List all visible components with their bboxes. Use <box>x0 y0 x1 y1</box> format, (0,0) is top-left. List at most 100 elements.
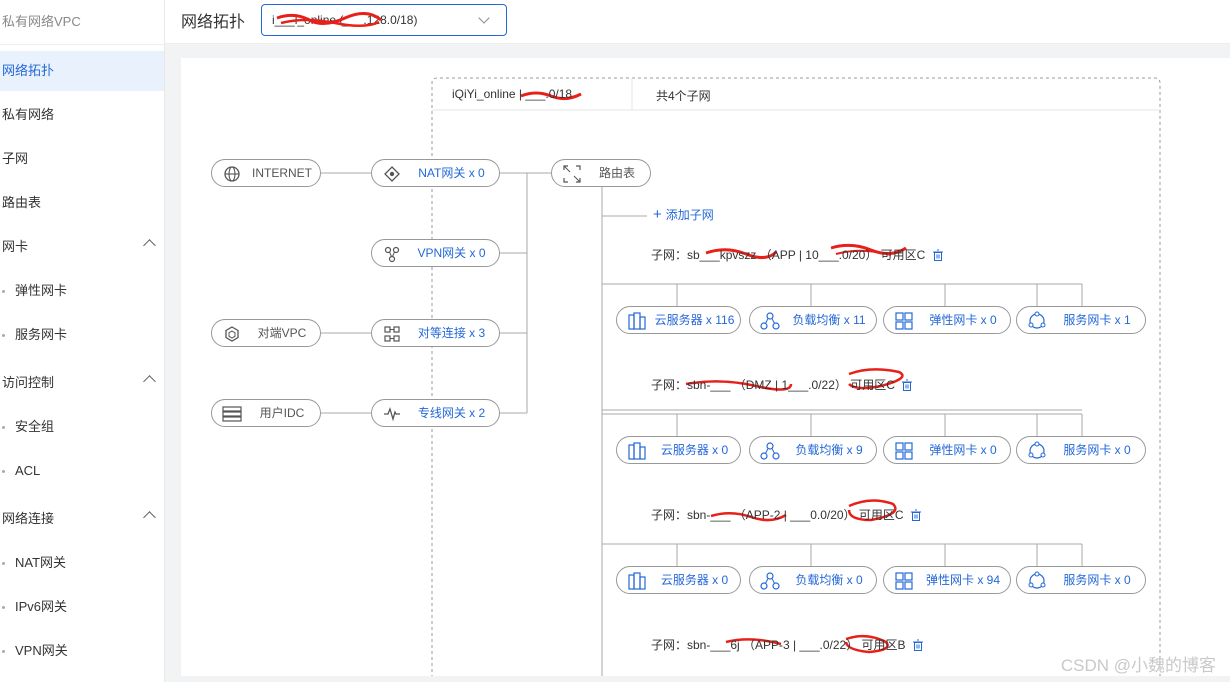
add-subnet-label: 添加子网 <box>665 208 714 222</box>
chevron-up-icon <box>143 375 156 388</box>
cvm-node-1[interactable]: 云服务器 x 116 <box>616 306 741 334</box>
eni-label: 弹性网卡 x 0 <box>929 443 997 457</box>
sidebar-group-access-control[interactable]: 访问控制 <box>0 363 164 403</box>
user-idc-label: 用户IDC <box>259 406 305 420</box>
sidebar-item-topology[interactable]: 网络拓扑 <box>0 51 164 91</box>
chevron-up-icon <box>143 239 156 252</box>
bullet-icon <box>2 426 5 429</box>
load-balancer-icon <box>760 311 780 331</box>
sidebar-item-acl[interactable]: ACL <box>0 451 164 491</box>
cvm-label: 云服务器 x 116 <box>654 313 735 327</box>
clb-node-2[interactable]: 负载均衡 x 9 <box>749 436 877 464</box>
subnet-count: 共4个子网 <box>656 89 711 103</box>
trash-icon[interactable] <box>912 639 924 651</box>
cvm-label: 云服务器 x 0 <box>660 443 729 457</box>
nat-gateway-label: NAT网关 x 0 <box>418 166 485 180</box>
building-icon <box>627 311 647 331</box>
trash-icon[interactable] <box>901 379 913 391</box>
topology-connectors <box>321 77 1161 676</box>
expand-arrows-icon <box>562 164 582 184</box>
bullet-icon <box>2 606 5 609</box>
chevron-down-icon <box>478 12 490 24</box>
sidebar-group-label: 访问控制 <box>2 375 55 390</box>
grid-icon <box>894 311 914 331</box>
eni-node-1[interactable]: 弹性网卡 x 0 <box>883 306 1011 334</box>
service-nic-node-2[interactable]: 服务网卡 x 0 <box>1016 436 1146 464</box>
peering-connection-node[interactable]: 对等连接 x 3 <box>371 319 500 347</box>
sidebar-title: 私有网络VPC <box>2 14 81 29</box>
page-title: 网络拓扑 <box>181 14 246 31</box>
clb-label: 负载均衡 x 0 <box>795 573 863 587</box>
service-nic-label: 服务网卡 x 0 <box>1063 573 1131 587</box>
trash-icon[interactable] <box>910 509 922 521</box>
sidebar: 私有网络VPC 网络拓扑 私有网络 子网 路由表 网卡 弹性网卡 服务网卡 访问… <box>0 0 165 682</box>
sidebar-item-label: IPv6网关 <box>15 599 68 614</box>
subnet-label-text: 子网：sb___kpvszz （APP | 10___.0/20） 可用区C <box>651 248 926 262</box>
eni-node-2[interactable]: 弹性网卡 x 0 <box>883 436 1011 464</box>
subnet-label-1: 子网：sb___kpvszz （APP | 10___.0/20） 可用区C <box>651 246 944 263</box>
grid-icon <box>894 571 914 591</box>
subnet-label-text: 子网：sbn-___ （DMZ | 1___.0/22） 可用区C <box>651 378 895 392</box>
sidebar-group-network-connection[interactable]: 网络连接 <box>0 499 164 539</box>
subnet-label-4: 子网：sbn-___6j （APP-3 | ___.0/22） 可用区B <box>651 636 924 653</box>
sidebar-item-vpn-gateway[interactable]: VPN网关 <box>0 631 164 671</box>
vpn-gateway-node[interactable]: VPN网关 x 0 <box>371 239 500 267</box>
eni-label: 弹性网卡 x 0 <box>929 313 997 327</box>
sidebar-item-eni[interactable]: 弹性网卡 <box>0 271 164 311</box>
sidebar-item-ipv6-gateway[interactable]: IPv6网关 <box>0 587 164 627</box>
sidebar-item-subnet[interactable]: 子网 <box>2 151 29 166</box>
eni-label: 弹性网卡 x 94 <box>925 573 1001 587</box>
watermark: CSDN @小魏的博客 <box>1060 656 1216 675</box>
topology-panel: iQiYi_online | ___.0/18 共4个子网 INTERNET 对… <box>181 58 1230 676</box>
sidebar-item-label: NAT网关 <box>15 555 67 570</box>
plus-icon: + <box>653 206 662 223</box>
sidebar-item-vpc[interactable]: 私有网络 <box>2 107 55 122</box>
nat-icon <box>382 164 402 184</box>
sidebar-item-label: VPN网关 <box>15 643 68 658</box>
server-rack-icon <box>222 404 242 424</box>
load-balancer-icon <box>760 571 780 591</box>
pulse-icon <box>382 404 402 424</box>
sidebar-item-route-table[interactable]: 路由表 <box>2 195 42 210</box>
sidebar-item-service-nic[interactable]: 服务网卡 <box>0 315 164 355</box>
service-nic-node-3[interactable]: 服务网卡 x 0 <box>1016 566 1146 594</box>
cvm-node-2[interactable]: 云服务器 x 0 <box>616 436 741 464</box>
direct-connect-gateway-node[interactable]: 专线网关 x 2 <box>371 399 500 427</box>
internet-node: INTERNET <box>211 159 321 187</box>
sidebar-item-label: ACL <box>15 463 41 478</box>
sidebar-group-nic[interactable]: 网卡 <box>0 227 164 267</box>
eni-node-3[interactable]: 弹性网卡 x 94 <box>883 566 1011 594</box>
redaction-marks <box>520 91 907 654</box>
cvm-node-3[interactable]: 云服务器 x 0 <box>616 566 741 594</box>
sidebar-item-label: 弹性网卡 <box>15 283 68 298</box>
redaction-mark <box>276 12 382 27</box>
nat-gateway-node[interactable]: NAT网关 x 0 <box>371 159 500 187</box>
bullet-icon <box>2 290 5 293</box>
sidebar-divider <box>0 44 164 45</box>
trash-icon[interactable] <box>932 249 944 261</box>
service-nic-label: 服务网卡 x 1 <box>1063 313 1131 327</box>
grid-icon <box>894 441 914 461</box>
hexagon-icon <box>222 324 242 344</box>
vpn-icon <box>382 244 402 264</box>
sidebar-item-label: 服务网卡 <box>15 327 68 342</box>
sidebar-group-label: 网络连接 <box>2 511 55 526</box>
clb-node-1[interactable]: 负载均衡 x 11 <box>749 306 877 334</box>
sidebar-group-label: 网卡 <box>2 239 29 254</box>
header: 网络拓扑 i___l_online (___.128.0/18) <box>165 0 1230 44</box>
user-idc-node: 用户IDC <box>211 399 321 427</box>
service-nic-icon <box>1027 571 1047 591</box>
chevron-up-icon <box>143 511 156 524</box>
add-subnet-button[interactable]: +添加子网 <box>653 206 714 223</box>
globe-icon <box>222 164 242 184</box>
bullet-icon <box>2 650 5 653</box>
route-table-node[interactable]: 路由表 <box>551 159 651 187</box>
sidebar-item-nat-gateway[interactable]: NAT网关 <box>0 543 164 583</box>
building-icon <box>627 441 647 461</box>
peer-vpc-node: 对端VPC <box>211 319 321 347</box>
clb-label: 负载均衡 x 11 <box>792 313 866 327</box>
service-nic-label: 服务网卡 x 0 <box>1063 443 1131 457</box>
service-nic-node-1[interactable]: 服务网卡 x 1 <box>1016 306 1146 334</box>
clb-node-3[interactable]: 负载均衡 x 0 <box>749 566 877 594</box>
sidebar-item-security-group[interactable]: 安全组 <box>0 407 164 447</box>
